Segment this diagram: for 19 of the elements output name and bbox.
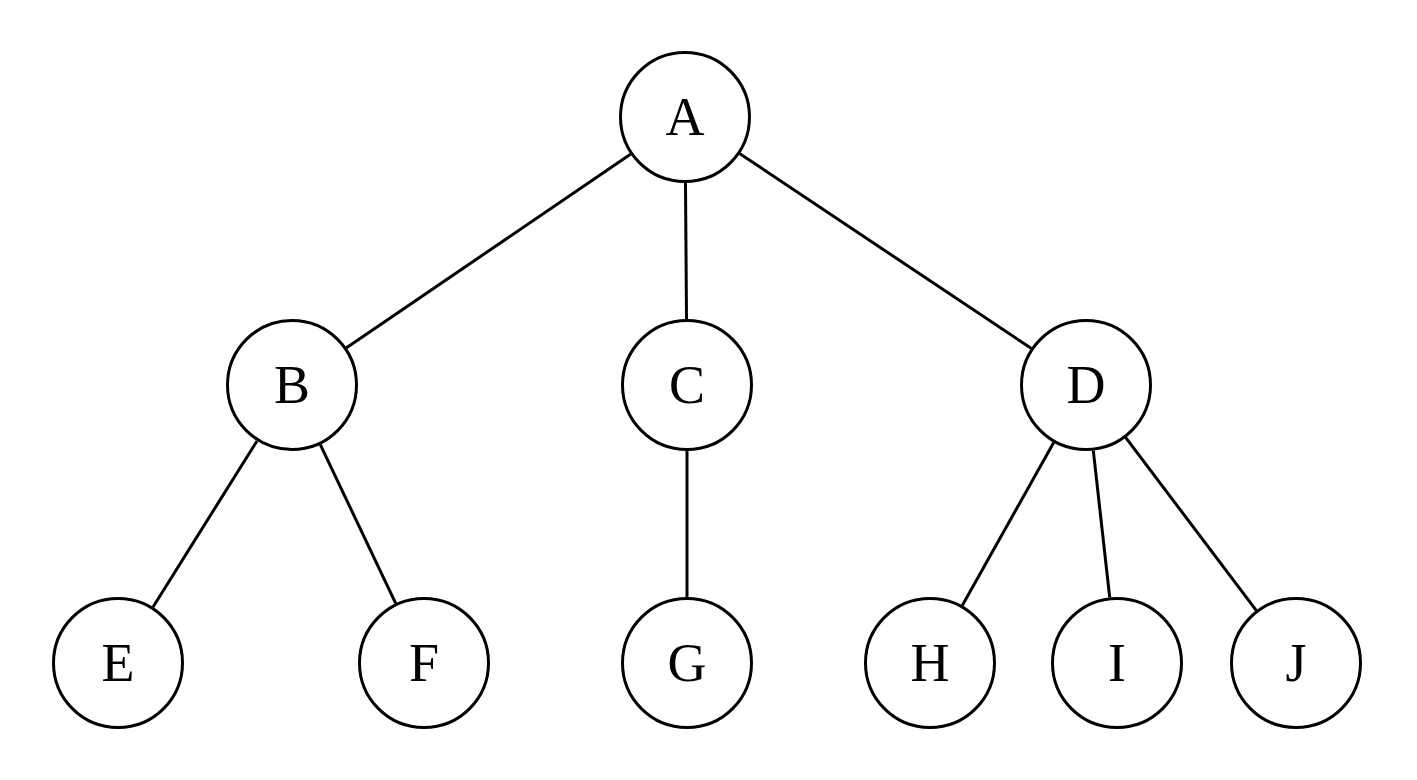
connector-line <box>684 183 688 319</box>
node-label: F <box>408 636 439 690</box>
connector-line <box>151 440 259 608</box>
node-label: J <box>1285 636 1307 690</box>
connector-line <box>685 451 689 597</box>
connector-line <box>1124 436 1258 612</box>
connector-line <box>345 152 632 350</box>
node-label: C <box>669 358 705 412</box>
node-label: I <box>1108 636 1126 690</box>
node-label: E <box>101 636 135 690</box>
node-label: H <box>910 636 950 690</box>
connector-line <box>1091 450 1112 598</box>
node-label: G <box>667 636 707 690</box>
connector-line <box>961 441 1055 607</box>
node-label: A <box>665 90 705 144</box>
connector-line <box>318 443 398 605</box>
node-label: D <box>1066 358 1106 412</box>
connector-line <box>739 152 1032 350</box>
node-label: B <box>274 358 310 412</box>
